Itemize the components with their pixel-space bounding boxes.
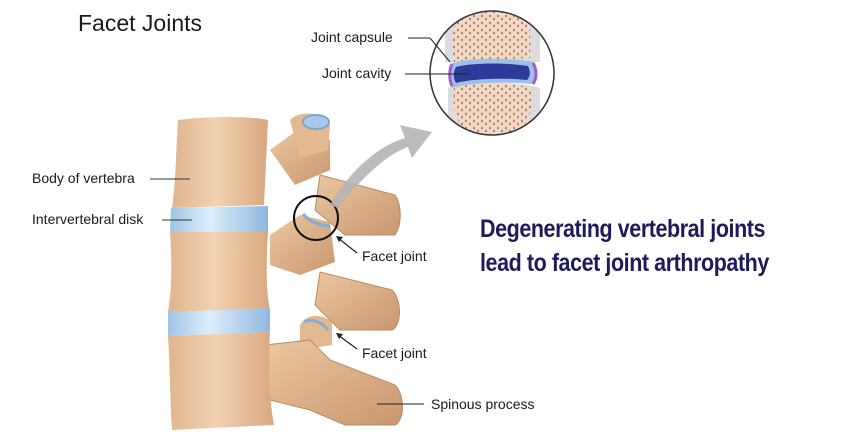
vertebra-body-lower (168, 332, 274, 430)
label-facet-joint-upper: Facet joint (362, 248, 427, 264)
intervertebral-disk-upper (170, 206, 268, 232)
headline-line-2: lead to facet joint arthropathy (480, 249, 769, 277)
label-spinous-process: Spinous process (431, 396, 535, 412)
label-facet-joint-lower: Facet joint (362, 345, 427, 361)
process-upper (270, 113, 401, 236)
leader-facet-joint-lower (337, 334, 358, 350)
label-joint-cavity: Joint cavity (322, 65, 392, 81)
diagram-title: Facet Joints (78, 10, 202, 36)
facet-joint-highlight-circle (293, 195, 339, 241)
magnify-arrow (330, 125, 432, 208)
headline-line-1: Degenerating vertebral joints (480, 215, 766, 243)
leader-facet-joint-upper (337, 237, 358, 254)
label-body-of-vertebra: Body of vertebra (32, 170, 135, 186)
label-intervertebral-disk: Intervertebral disk (32, 211, 144, 227)
joint-zoom-inset (429, 10, 555, 136)
label-joint-capsule: Joint capsule (311, 29, 393, 45)
vertebra-body-middle (168, 232, 270, 312)
intervertebral-disk-lower (168, 308, 270, 336)
spinous-process (264, 339, 403, 426)
headline: Degenerating vertebral joints lead to fa… (480, 212, 769, 280)
vertebra-body-upper (172, 117, 268, 208)
